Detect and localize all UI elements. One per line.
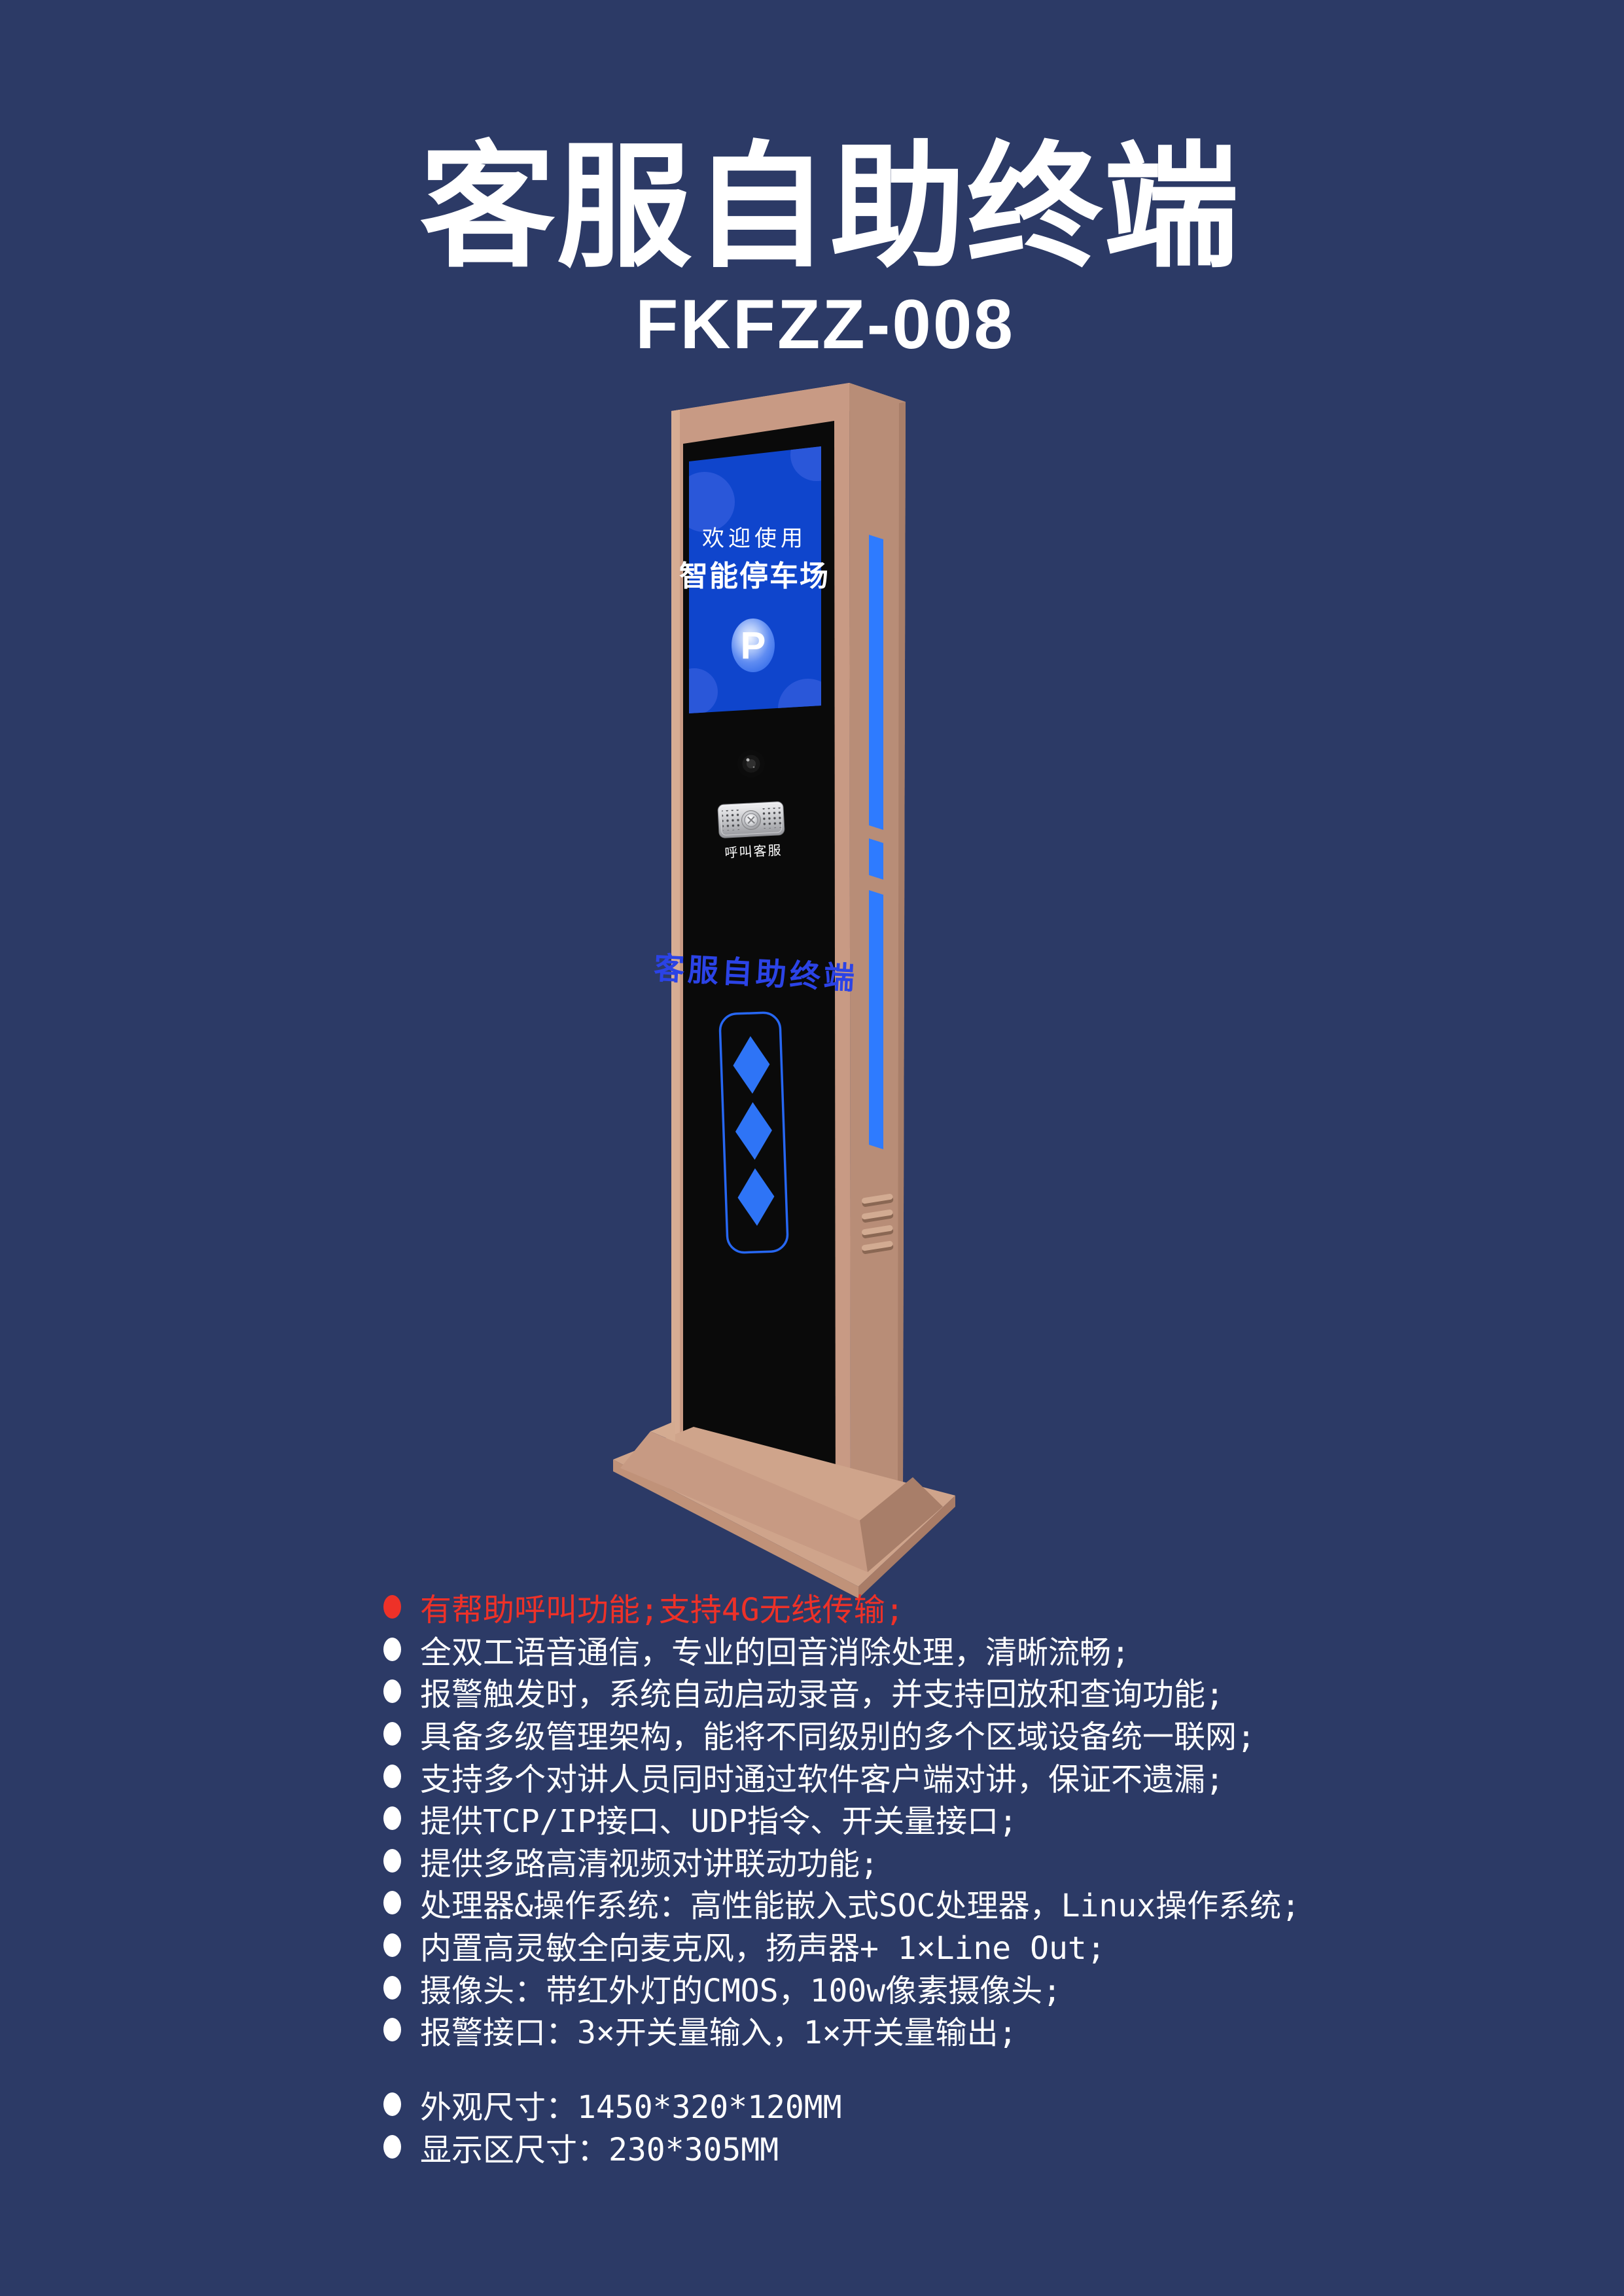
bullet-dot	[383, 1806, 401, 1831]
cabinet-side-edge	[898, 402, 906, 1493]
plinth-right-face	[860, 1477, 943, 1572]
feature-text: 支持多个对讲人员同时通过软件客户端对讲，保证不遗漏;	[420, 1761, 1224, 1798]
screen-welcome-line1: 欢迎使用	[702, 526, 807, 551]
feature-text: 提供多路高清视频对讲联动功能;	[420, 1845, 879, 1882]
vent-slot	[862, 1193, 894, 1207]
feature-text: 报警触发时，系统自动启动录音，并支持回放和查询功能;	[420, 1676, 1224, 1713]
feature-text: 全双工语音通信，专业的回音消除处理，清晰流畅;	[420, 1634, 1130, 1671]
spec-item: 显示区尺寸：230*305MM	[383, 2126, 842, 2168]
bullet-dot	[383, 1722, 401, 1746]
parking-badge-letter: P	[741, 624, 766, 667]
spec-text: 显示区尺寸：230*305MM	[420, 2131, 779, 2168]
feature-item: 报警接口：3×开关量输入，1×开关量输出;	[383, 2009, 1300, 2051]
feature-item: 提供TCP/IP接口、UDP指令、开关量接口;	[383, 1797, 1300, 1840]
led-strip	[869, 535, 883, 1149]
feature-text: 具备多级管理架构，能将不同级别的多个区域设备统一联网;	[420, 1719, 1256, 1756]
feature-text: 内置高灵敏全向麦克风，扬声器+ 1×Line Out;	[420, 1930, 1106, 1967]
vent-slot	[862, 1240, 894, 1254]
feature-item: 全双工语音通信，专业的回音消除处理，清晰流畅;	[383, 1628, 1300, 1671]
parking-badge	[732, 619, 775, 672]
led-strip-segment	[869, 838, 883, 880]
base-slab-front	[613, 1460, 858, 1598]
model-number: FKFZZ-008	[635, 284, 1015, 363]
screen-welcome-line2: 智能停车场	[679, 560, 830, 592]
feature-item: 支持多个对讲人员同时通过软件客户端对讲，保证不遗漏;	[383, 1755, 1300, 1798]
bullet-dot	[383, 1848, 401, 1873]
speaker-hole-grid-left	[722, 809, 743, 831]
spec-item: 外观尺寸：1450*320*120MM	[383, 2083, 842, 2126]
bullet-dot	[383, 2134, 401, 2159]
spec-list: 外观尺寸：1450*320*120MM 显示区尺寸：230*305MM	[383, 2083, 842, 2168]
vent-slot	[862, 1209, 894, 1223]
led-strip-segment	[869, 890, 883, 1149]
feature-item: 内置高灵敏全向麦克风，扬声器+ 1×Line Out;	[383, 1924, 1300, 1967]
led-strip-segment	[869, 535, 883, 830]
bullet-dot	[383, 1679, 401, 1704]
bullet-dot	[383, 1975, 401, 2000]
plinth-front-face	[620, 1431, 868, 1572]
bullet-dot	[383, 1891, 401, 1915]
feature-text: 报警接口：3×开关量输入，1×开关量输出;	[420, 2015, 1017, 2052]
feature-text: 提供TCP/IP接口、UDP指令、开关量接口;	[420, 1803, 1017, 1840]
bullet-dot	[383, 2092, 401, 2117]
call-label: 呼叫客服	[724, 843, 783, 861]
cabinet-left-edge-highlight	[671, 410, 680, 1458]
feature-item: 处理器&操作系统：高性能嵌入式SOC处理器，Linux操作系统;	[383, 1882, 1300, 1924]
feature-text: 处理器&操作系统：高性能嵌入式SOC处理器，Linux操作系统;	[420, 1888, 1300, 1925]
bullet-dot	[383, 1595, 401, 1619]
bullet-dot	[383, 1933, 401, 1958]
feature-item: 有帮助呼叫功能;支持4G无线传输;	[383, 1586, 1300, 1628]
intercom-panel: 呼叫客服	[717, 801, 785, 861]
bullet-dot	[383, 1764, 401, 1788]
feature-item: 摄像头：带红外灯的CMOS，100w像素摄像头;	[383, 1966, 1300, 2009]
diamond-icon	[737, 1168, 775, 1226]
kiosk-illustration: 欢迎使用 智能停车场 P 呼叫客服 客服自助终端	[605, 357, 972, 1604]
speaker-hole-grid-right	[762, 807, 783, 829]
bullet-dot	[383, 2018, 401, 2042]
plinth-top-sliver	[650, 1421, 675, 1442]
diamond-icon	[733, 1036, 770, 1094]
base-slab-right	[858, 1496, 955, 1598]
pedestal-base	[613, 1421, 955, 1598]
feature-item: 具备多级管理架构，能将不同级别的多个区域设备统一联网;	[383, 1713, 1300, 1755]
feature-item: 报警触发时，系统自动启动录音，并支持回放和查询功能;	[383, 1670, 1300, 1713]
spec-text: 外观尺寸：1450*320*120MM	[420, 2089, 842, 2126]
feature-item: 提供多路高清视频对讲联动功能;	[383, 1840, 1300, 1882]
feature-text: 摄像头：带红外灯的CMOS，100w像素摄像头;	[420, 1972, 1062, 2009]
camera-icon	[737, 750, 765, 778]
page-title: 客服自助终端	[419, 131, 1241, 283]
diamond-icon	[735, 1102, 772, 1160]
feature-list: 有帮助呼叫功能;支持4G无线传输; 全双工语音通信，专业的回音消除处理，清晰流畅…	[383, 1586, 1300, 2051]
bullet-dot	[383, 1637, 401, 1661]
speaker-vents	[862, 1193, 894, 1254]
diamond-indicator-panel	[718, 1011, 789, 1254]
feature-text: 有帮助呼叫功能;支持4G无线传输;	[420, 1592, 904, 1629]
kiosk-screen: 欢迎使用 智能停车场 P	[679, 446, 830, 713]
vent-slot	[862, 1225, 894, 1238]
